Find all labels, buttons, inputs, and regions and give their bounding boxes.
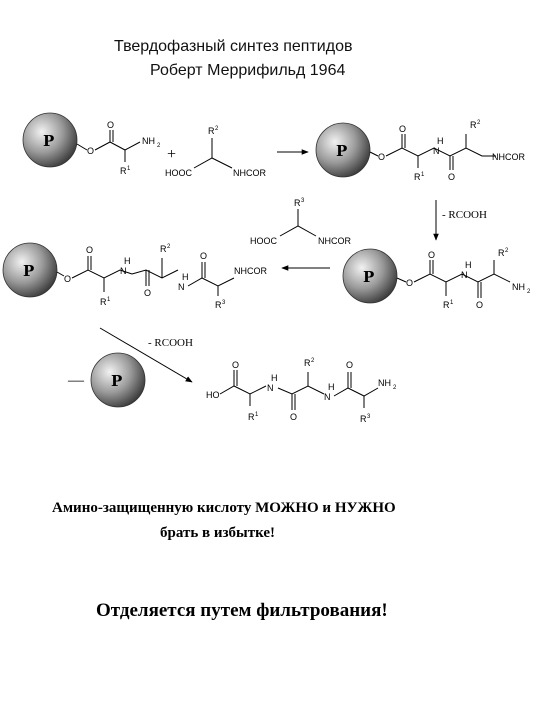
svg-text:N: N	[178, 282, 185, 292]
svg-text:H: H	[124, 256, 131, 266]
protected-amino-acid-1: R 2 HOOC NHCOR	[165, 126, 266, 178]
r-label: R	[120, 166, 127, 176]
svg-text:2: 2	[477, 120, 481, 126]
svg-text:NHCOR: NHCOR	[318, 236, 351, 246]
svg-text:R: R	[470, 120, 477, 130]
svg-text:2: 2	[393, 385, 397, 391]
plus-sign: +	[167, 146, 176, 163]
svg-text:2: 2	[311, 358, 315, 364]
resin-bead	[342, 248, 398, 304]
resin-label: P	[43, 132, 54, 150]
svg-text:N: N	[120, 266, 127, 276]
filtration-note: Отделяется путем фильтрования!	[96, 600, 388, 621]
svg-text:H: H	[328, 382, 335, 392]
resin-bead	[2, 242, 58, 298]
svg-text:O: O	[406, 278, 413, 288]
svg-text:3: 3	[222, 300, 226, 306]
svg-text:P: P	[23, 262, 34, 280]
svg-text:1: 1	[107, 297, 111, 303]
resin-bound-protected-tripeptide: P O O R 1 H N O R 2 H N O R 3 NHCOR	[2, 242, 267, 310]
byproduct-label-1: - RCOOH	[442, 209, 487, 221]
resin-bound-protected-dipeptide: P O O R 1 H N O R 2 NHCOR	[315, 120, 525, 182]
svg-text:1: 1	[127, 166, 131, 172]
svg-text:R: R	[160, 244, 167, 254]
free-tripeptide: HO O R 1 H N O R 2 H N O R 3 NH 2	[206, 358, 397, 424]
title-line-2: Роберт Меррифильд 1964	[150, 62, 346, 79]
svg-text:O: O	[399, 124, 406, 134]
svg-text:O: O	[86, 245, 93, 255]
excess-note-line-2: брать в избытке!	[160, 525, 276, 541]
resin-bead	[315, 122, 371, 178]
protected-amino-acid-2: R 3 HOOC NHCOR	[250, 198, 351, 246]
svg-text:NHCOR: NHCOR	[492, 152, 525, 162]
svg-text:H: H	[182, 272, 189, 282]
svg-text:O: O	[144, 288, 151, 298]
svg-text:H: H	[271, 373, 278, 383]
svg-text:R: R	[498, 248, 505, 258]
hooc-group: HOOC	[165, 168, 193, 178]
resin-bound-dipeptide: P O O R 1 H N O R 2 NH 2	[342, 248, 531, 310]
carbonyl-oxygen: O	[107, 120, 114, 130]
svg-text:N: N	[433, 146, 440, 156]
svg-text:N: N	[324, 392, 331, 402]
svg-text:P: P	[363, 268, 374, 286]
svg-text:O: O	[64, 274, 71, 284]
svg-text:3: 3	[367, 414, 371, 420]
svg-text:O: O	[378, 152, 385, 162]
svg-text:R: R	[443, 300, 450, 310]
svg-text:NHCOR: NHCOR	[234, 266, 267, 276]
svg-text:2: 2	[527, 289, 531, 295]
svg-text:HOOC: HOOC	[250, 236, 278, 246]
svg-text:2: 2	[505, 248, 509, 254]
svg-text:H: H	[465, 260, 472, 270]
ester-oxygen: O	[87, 146, 94, 156]
reaction-arrow-4	[99, 327, 193, 383]
svg-text:N: N	[461, 270, 468, 280]
svg-text:R: R	[100, 297, 107, 307]
svg-text:O: O	[346, 360, 353, 370]
nhcor-group: NHCOR	[233, 168, 266, 178]
resin-bead-removed	[90, 352, 146, 408]
svg-text:P: P	[336, 142, 347, 160]
svg-text:O: O	[290, 412, 297, 422]
svg-text:R: R	[208, 126, 215, 136]
svg-text:NH: NH	[512, 282, 525, 292]
svg-text:NH: NH	[378, 378, 391, 388]
minus-sign: —	[67, 372, 85, 389]
svg-text:HO: HO	[206, 390, 220, 400]
svg-text:3: 3	[301, 198, 305, 204]
svg-text:1: 1	[450, 300, 454, 306]
excess-note-line-1: Амино-защищенную кислоту МОЖНО и НУЖНО	[52, 500, 396, 516]
svg-text:O: O	[200, 251, 207, 261]
svg-text:2: 2	[157, 143, 161, 149]
title-line-1: Твердофазный синтез пептидов	[114, 38, 353, 55]
svg-text:R: R	[304, 358, 311, 368]
resin-bead	[22, 112, 78, 168]
svg-text:R: R	[248, 412, 255, 422]
svg-text:O: O	[232, 360, 239, 370]
svg-text:1: 1	[255, 412, 259, 418]
svg-text:2: 2	[167, 244, 171, 250]
svg-text:O: O	[476, 300, 483, 310]
svg-text:P: P	[111, 372, 122, 390]
svg-text:R: R	[294, 198, 301, 208]
svg-text:R: R	[360, 414, 367, 424]
svg-text:H: H	[437, 136, 444, 146]
amino-group: NH	[142, 136, 155, 146]
svg-text:O: O	[428, 250, 435, 260]
resin-bound-amino-acid: P O O R 1 NH 2	[22, 112, 161, 176]
byproduct-label-2: - RCOOH	[148, 337, 193, 349]
svg-text:1: 1	[421, 172, 425, 178]
svg-text:2: 2	[215, 126, 219, 132]
svg-text:O: O	[448, 172, 455, 182]
svg-text:R: R	[215, 300, 222, 310]
svg-text:R: R	[414, 172, 421, 182]
svg-text:N: N	[267, 383, 274, 393]
